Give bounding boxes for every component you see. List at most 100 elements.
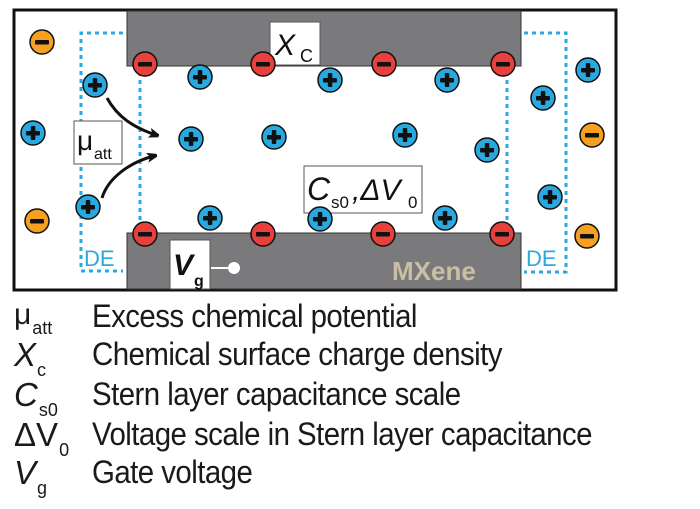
minus-icon: [495, 232, 509, 237]
legend-row: Xc Chemical surface charge density: [0, 336, 700, 379]
legend-symbol: ΔV0: [14, 416, 69, 459]
de-label-right: DE: [526, 246, 557, 271]
cation-ion: [82, 72, 108, 98]
de-label-left: DE: [84, 246, 115, 271]
legend-symbol: Vg: [14, 454, 47, 497]
minus-icon: [256, 62, 270, 67]
cation-ion: [432, 205, 458, 231]
xc-symbol: X: [274, 29, 296, 62]
plus-icon: [188, 132, 194, 146]
cation-ion: [474, 137, 500, 163]
plus-icon: [85, 200, 91, 214]
legend-symbol-subscript: c: [37, 360, 47, 380]
mu-att-label-box: μ att: [73, 120, 123, 165]
minus-icon: [138, 232, 152, 237]
mu-symbol: μ: [77, 125, 93, 156]
surface-charge-ion: [370, 221, 396, 247]
legend-description: Voltage scale in Stern layer capacitance: [92, 416, 593, 452]
dv0-symbol: ,ΔV: [352, 174, 403, 207]
cation-ion: [20, 120, 46, 146]
legend-symbol-subscript: s0: [38, 400, 58, 420]
dv0-subscript: 0: [408, 193, 417, 212]
plus-icon: [442, 211, 448, 225]
minus-icon: [138, 62, 152, 67]
mu-subscript: att: [94, 146, 112, 163]
legend-row: Vg Gate voltage: [0, 454, 700, 497]
plus-icon: [317, 212, 323, 226]
minus-icon: [496, 62, 510, 67]
minus-icon: [377, 62, 391, 67]
cation-ion: [187, 64, 213, 90]
cation-ion: [307, 206, 333, 232]
surface-charge-ion: [250, 51, 276, 77]
legend-symbol-main: X: [14, 336, 37, 373]
vg-subscript: g: [194, 273, 204, 290]
surface-charge-ion: [371, 51, 397, 77]
cation-ion: [197, 205, 223, 231]
minus-icon: [376, 232, 390, 237]
xc-label-box: X C: [269, 21, 321, 66]
surface-charge-ion: [132, 51, 158, 77]
legend-symbol-main: μ: [14, 298, 32, 331]
plus-icon: [327, 73, 333, 87]
cs0-subscript: s0: [331, 193, 349, 212]
cation-ion: [75, 194, 101, 220]
cation-ion: [178, 126, 204, 152]
legend-symbol: Xc: [14, 336, 46, 379]
legend-symbol-main: ΔV: [14, 416, 59, 453]
cation-ion: [575, 57, 601, 83]
vg-label-box: V g: [169, 239, 211, 290]
legend-symbol-subscript: att: [32, 318, 53, 338]
plus-icon: [402, 128, 408, 142]
attraction-arrow-top: [105, 97, 156, 135]
minus-icon: [35, 40, 49, 45]
plus-icon: [540, 91, 546, 105]
vg-symbol: V: [173, 249, 196, 282]
cation-ion: [317, 67, 343, 93]
minus-icon: [30, 219, 44, 224]
legend-symbol: Cs0: [14, 376, 58, 419]
cation-ion: [392, 122, 418, 148]
legend-symbol-main: V: [14, 454, 37, 491]
legend-description: Chemical surface charge density: [92, 336, 503, 372]
cs0-symbol: C: [307, 171, 331, 207]
plus-icon: [585, 63, 591, 77]
plus-icon: [30, 126, 36, 140]
anion-ion: [24, 208, 50, 234]
anion-ion: [29, 29, 55, 55]
plus-icon: [92, 78, 98, 92]
legend-symbol: μatt: [14, 298, 52, 338]
minus-icon: [585, 133, 599, 138]
legend-row: ΔV0 Voltage scale in Stern layer capacita…: [0, 416, 700, 459]
legend-symbol-main: C: [14, 376, 38, 413]
gate-terminal: [211, 262, 240, 274]
xc-subscript: C: [300, 46, 313, 66]
top-electrode: [126, 10, 522, 67]
legend-symbol-subscript: 0: [59, 440, 70, 460]
surface-charge-ion: [250, 221, 276, 247]
legend-description: Excess chemical potential: [92, 298, 417, 334]
de-boundary-right: [505, 31, 568, 274]
legend-row: μatt Excess chemical potential: [0, 300, 700, 340]
cs0-dv0-label-box: C s0 ,ΔV 0: [303, 165, 423, 214]
legend-description: Gate voltage: [92, 454, 253, 490]
cation-ion: [537, 184, 563, 210]
anion-ion: [574, 223, 600, 249]
mxene-label: MXene: [392, 256, 476, 286]
surface-charge-ion: [490, 51, 516, 77]
attraction-arrow-bottom: [100, 156, 154, 199]
mxene-edl-diagram: DE DE MXene X C μ att C s0 ,ΔV 0 V g: [12, 8, 618, 292]
plus-icon: [207, 211, 213, 225]
anion-ion: [579, 122, 605, 148]
surface-charge-ion: [132, 221, 158, 247]
surface-charge-ion: [489, 221, 515, 247]
legend-symbol-subscript: g: [37, 478, 48, 498]
ions-layer: [20, 29, 605, 249]
plus-icon: [484, 143, 490, 157]
minus-icon: [580, 234, 594, 239]
cation-ion: [530, 85, 556, 111]
legend-row: Cs0 Stern layer capacitance scale: [0, 376, 700, 419]
legend-description: Stern layer capacitance scale: [92, 376, 461, 412]
minus-icon: [256, 232, 270, 237]
cation-ion: [434, 67, 460, 93]
